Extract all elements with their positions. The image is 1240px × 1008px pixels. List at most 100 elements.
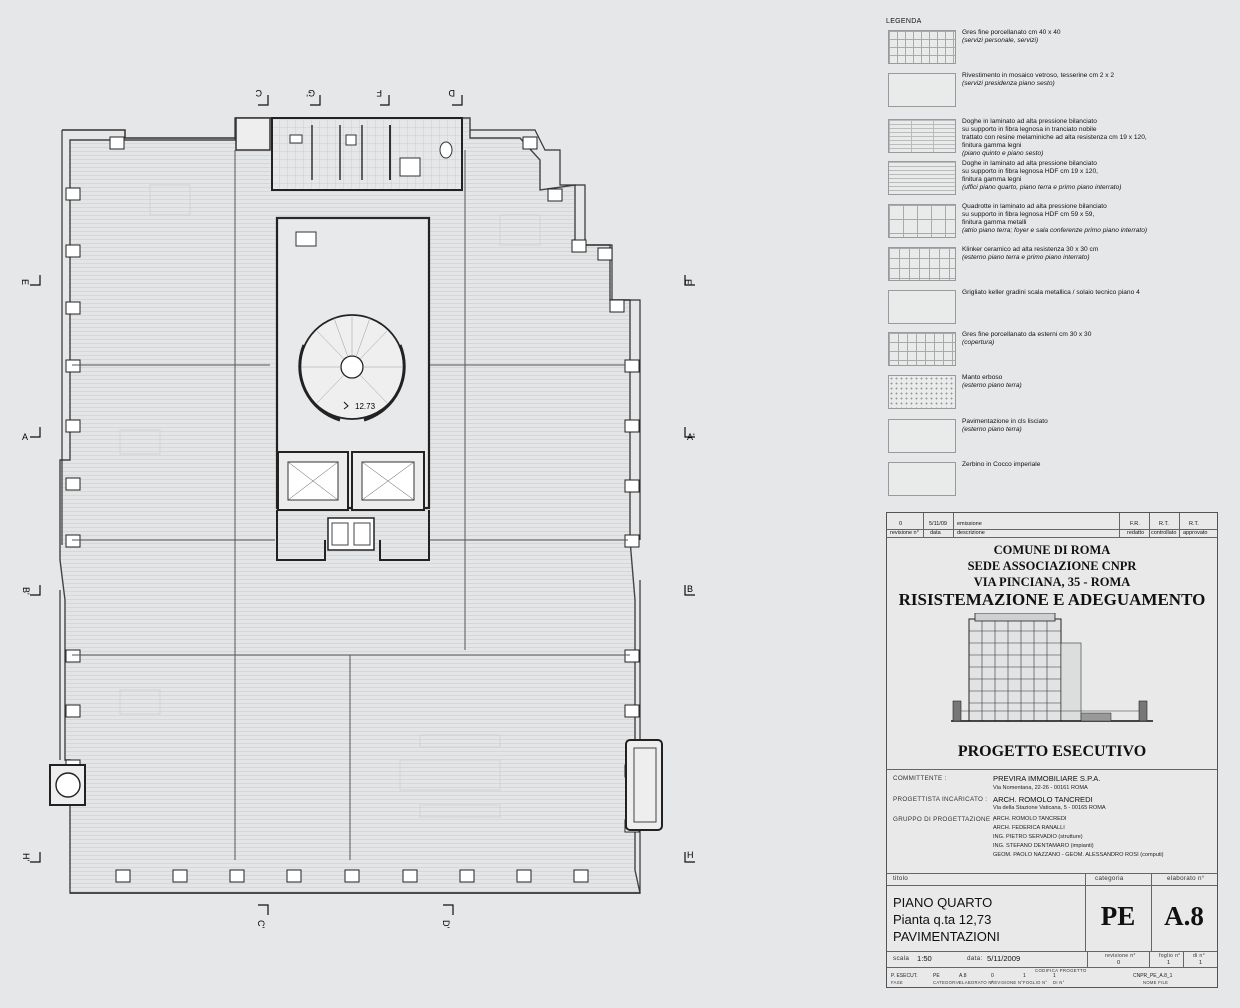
committente-label: COMMITTENTE :: [893, 775, 947, 782]
code-value: A.8: [959, 973, 967, 979]
drawing-title-1: PIANO QUARTO: [893, 895, 993, 910]
legend-item: Quadrotte in laminato ad alta pressione …: [886, 203, 1226, 244]
code-label: REVISIONE N°: [991, 980, 1024, 985]
legend-title: LEGENDA: [886, 18, 922, 25]
section-b-left: B': [21, 587, 31, 595]
code-label: FASE: [891, 980, 903, 985]
drawing-number: A.8: [1164, 901, 1204, 931]
foglio-label: foglio n°: [1159, 953, 1181, 959]
code-value: 0: [991, 973, 994, 979]
round-pillar-corner: [49, 764, 86, 806]
committente-value: PREVIRA IMMOBILIARE S.P.A.: [993, 774, 1101, 783]
section-c: C: [255, 88, 262, 98]
legend-note: (servizi personale, servizi): [962, 37, 1039, 44]
section-e-left: E: [20, 279, 30, 285]
legend-text: Grigliato keller gradini scala metallica…: [962, 289, 1232, 297]
code-label: FOGLIO N°: [1023, 980, 1048, 985]
gruppo-member-4: ING. STEFANO DENTAMARO (impianti): [993, 843, 1094, 849]
rev-header-controllato: controllato: [1151, 530, 1177, 536]
legend-text: Zerbino in Cocco imperiale: [962, 461, 1232, 469]
project-client-site: SEDE ASSOCIAZIONE CNPR: [967, 559, 1137, 573]
section-b-right: B: [687, 584, 693, 594]
gruppo-member-1: ARCH. ROMOLO TANCREDI: [993, 816, 1067, 822]
section-a-right: A': [687, 432, 695, 442]
rev-date: 5/11/09: [929, 521, 947, 527]
file-name: CNPR_PE_A.8_1: [1133, 973, 1173, 979]
title-block: 0 5/11/09 emissione F.R. R.T. R.T. revis…: [886, 512, 1218, 988]
legend-swatch: [888, 119, 956, 153]
code-label: DI N°: [1053, 980, 1065, 985]
project-title: RISISTEMAZIONE E ADEGUAMENTO: [898, 590, 1206, 609]
rev-header-num: revisione n°: [890, 530, 919, 536]
legend-item: Doghe in laminato ad alta pressione bila…: [886, 160, 1226, 201]
section-a-left: A: [22, 432, 28, 442]
file-name-label: NOME FILE: [1143, 980, 1169, 985]
legend-swatch: [888, 375, 956, 409]
legend-item: Gres fine porcellanato cm 40 x 40(serviz…: [886, 29, 1226, 70]
legend-description: Doghe in laminato ad alta pressione bila…: [962, 118, 1147, 149]
legend-swatch: [888, 247, 956, 281]
legend-text: Gres fine porcellanato da esterni cm 30 …: [962, 331, 1232, 347]
legend-note: (esterno piano terra): [962, 426, 1022, 433]
legend-swatch: [888, 161, 956, 195]
legend-note: (uffici piano quarto, piano terra e prim…: [962, 184, 1122, 191]
gruppo-label: GRUPPO DI PROGETTAZIONE :: [893, 816, 995, 823]
revisione-value: 0: [1117, 960, 1121, 966]
gruppo-member-5: GEOM. PAOLO NAZZANO - GEOM. ALESSANDRO R…: [993, 852, 1164, 858]
section-e-right: E: [683, 279, 693, 285]
code-value: P. ESECUT.: [891, 973, 918, 979]
legend-note: (atrio piano terra; foyer e sala confere…: [962, 227, 1148, 234]
project-phase: PROGETTO ESECUTIVO: [957, 743, 1147, 760]
drawing-title-2: Pianta q.ta 12,73: [893, 912, 992, 927]
legend-text: Klinker ceramico ad alta resistenza 30 x…: [962, 246, 1232, 262]
right-balcony: [625, 739, 663, 831]
legend: LEGENDA Gres fine porcellanato cm 40 x 4…: [886, 18, 1226, 496]
rev-header-approvato: approvato: [1183, 530, 1208, 536]
codifica-label: CODIFICA PROGETTO: [1035, 968, 1087, 973]
drawing-title-3: PAVIMENTAZIONI: [893, 929, 1000, 944]
legend-description: Grigliato keller gradini scala metallica…: [962, 289, 1140, 296]
rev-approvato: R.T.: [1189, 521, 1199, 527]
section-f: F: [376, 88, 382, 98]
legend-description: Zerbino in Cocco imperiale: [962, 461, 1041, 468]
scala-value: 1:50: [917, 954, 932, 963]
legend-swatch: [888, 73, 956, 107]
legend-description: Gres fine porcellanato cm 40 x 40: [962, 29, 1061, 36]
legend-note: (esterno piano terra e primo piano inter…: [962, 254, 1090, 261]
legend-item: Rivestimento in mosaico vetroso, tesseri…: [886, 72, 1226, 113]
legend-description: Quadrotte in laminato ad alta pressione …: [962, 203, 1107, 226]
committente-address: Via Nomentana, 22-26 - 00161 ROMA: [993, 785, 1088, 791]
legend-description: Rivestimento in mosaico vetroso, tesseri…: [962, 72, 1115, 79]
progettista-value: ARCH. ROMOLO TANCREDI: [993, 795, 1093, 804]
legend-text: Gres fine porcellanato cm 40 x 40(serviz…: [962, 29, 1232, 45]
titolo-label: titolo: [893, 875, 909, 882]
legend-description: Manto erboso: [962, 374, 1003, 381]
legend-swatch: [888, 30, 956, 64]
legend-swatch: [888, 332, 956, 366]
code-label: ELABORATO N°: [959, 980, 994, 985]
legend-swatch: [888, 462, 956, 496]
floor-plan: C G' F D E A B' H' E A' B H C' D' 12.73: [20, 88, 695, 928]
section-c-bottom: C': [256, 920, 266, 928]
rev-num: 0: [899, 521, 903, 527]
legend-description: Gres fine porcellanato da esterni cm 30 …: [962, 331, 1092, 338]
toilet-block: [235, 117, 463, 191]
legend-description: Pavimentazione in cls lisciato: [962, 418, 1048, 425]
section-g: G': [306, 88, 315, 98]
progettista-address: Via della Stazione Vaticana, 5 - 00165 R…: [993, 805, 1106, 811]
facade-wall: [62, 129, 235, 139]
data-label: data:: [967, 955, 983, 962]
rev-header-date: data: [930, 530, 941, 536]
section-h-left: H': [21, 853, 31, 861]
section-d-bottom: D': [441, 920, 451, 928]
legend-swatch: [888, 204, 956, 238]
legend-item: Doghe in laminato ad alta pressione bila…: [886, 118, 1226, 159]
code-label: CATEGORIA: [933, 980, 961, 985]
building-elevation: [951, 613, 1153, 722]
code-value: PE: [933, 973, 940, 979]
legend-item: Pavimentazione in cls lisciato(esterno p…: [886, 418, 1226, 459]
project-municipality: COMUNE DI ROMA: [993, 543, 1111, 557]
legend-swatch: [888, 290, 956, 324]
section-d: D: [448, 88, 455, 98]
progettista-label: PROGETTISTA INCARICATO :: [893, 796, 988, 803]
